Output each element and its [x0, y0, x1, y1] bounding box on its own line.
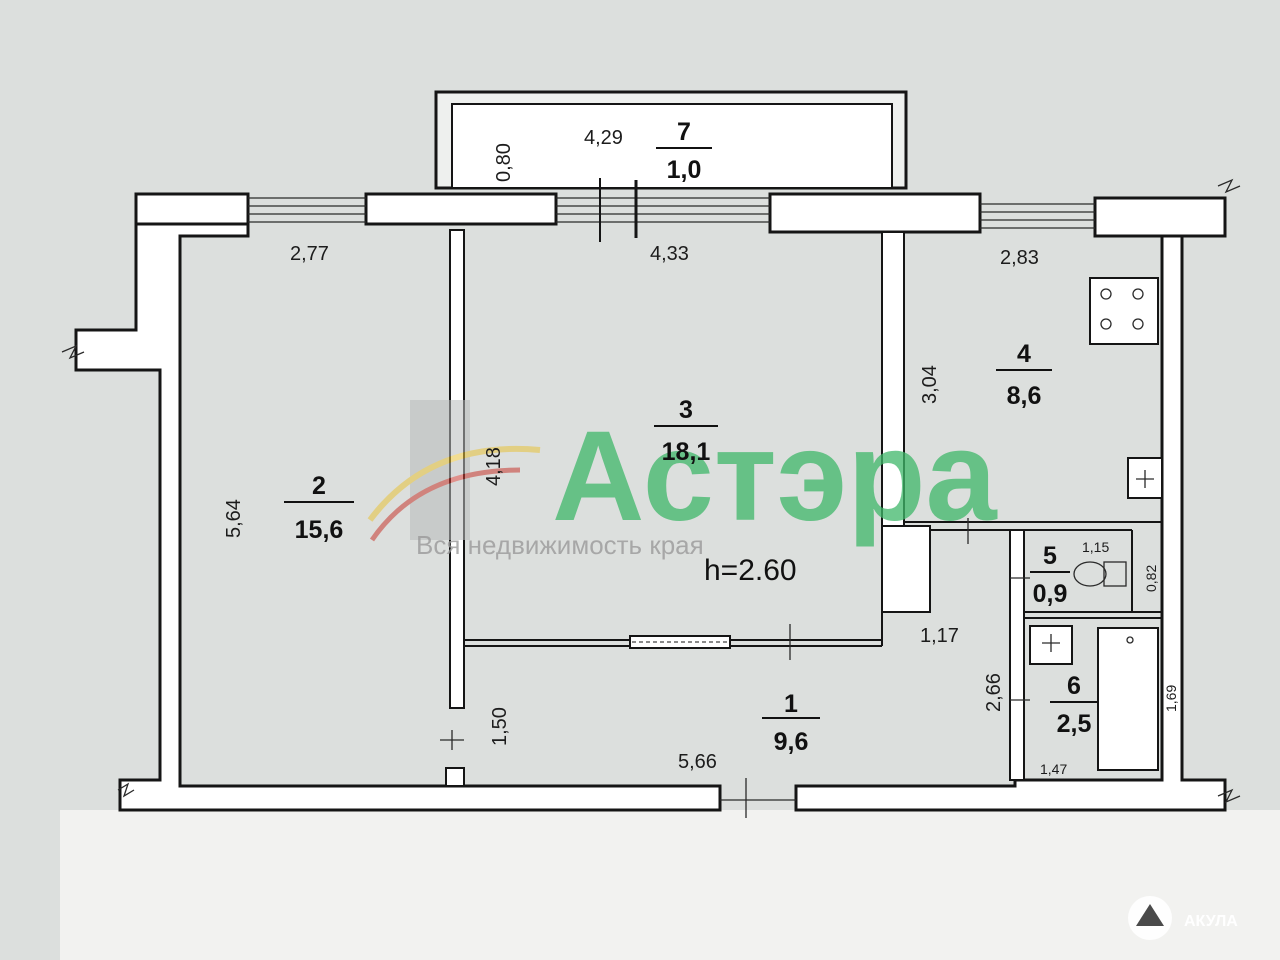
room-number: 4 — [1017, 340, 1031, 368]
room-number: 1 — [784, 690, 798, 718]
dim-corridor: 1,17 — [920, 625, 959, 647]
room-number: 3 — [679, 396, 693, 424]
ceiling-height: h=2.60 — [704, 554, 797, 587]
room-number: 2 — [312, 472, 326, 500]
akula-label: АКУЛА — [1184, 913, 1238, 930]
room-area: 15,6 — [295, 516, 344, 544]
interior-walls — [440, 229, 1162, 787]
dim-hall-depth: 1,50 — [489, 707, 511, 746]
dim-bath-length: 2,66 — [983, 673, 1005, 712]
dim-room2-width: 2,77 — [290, 243, 329, 265]
room-3-label: 3 18,1 — [654, 396, 718, 466]
kitchen-sink-icon — [1127, 457, 1163, 499]
dim-wc-depth: 0,82 — [1143, 565, 1159, 592]
room-6-label: 6 2,5 — [1050, 672, 1098, 738]
dim-balcony-depth: 0,80 — [493, 143, 515, 182]
washbasin-icon — [1029, 625, 1073, 665]
balcony — [434, 90, 908, 190]
dim-bath-width: 1,47 — [1040, 761, 1067, 777]
watermark: Астэра Вся недвижимость края — [367, 400, 998, 560]
dimensions: 4,29 0,80 2,77 5,64 4,33 4,18 2,83 3,04 … — [223, 127, 1179, 777]
room-5-label: 5 0,9 — [1030, 542, 1070, 608]
dim-hall-width: 5,66 — [678, 751, 717, 773]
dim-room3-length: 4,18 — [483, 447, 505, 486]
room-area: 8,6 — [1007, 382, 1042, 410]
watermark-tagline: Вся недвижимость края — [416, 530, 704, 560]
dim-room4-length: 3,04 — [919, 365, 941, 404]
room-4-label: 4 8,6 — [996, 340, 1052, 410]
bathtub-icon — [1097, 627, 1159, 771]
akula-badge: АКУЛА — [1128, 896, 1238, 940]
room-number: 6 — [1067, 672, 1081, 700]
room-number: 7 — [677, 118, 691, 146]
room-2-label: 2 15,6 — [284, 472, 354, 544]
dim-room3-width: 4,33 — [650, 243, 689, 265]
room-number: 5 — [1043, 542, 1057, 570]
dim-bath-inner: 1,69 — [1163, 685, 1179, 712]
dim-balcony-width: 4,29 — [584, 127, 623, 149]
dim-room2-length: 5,64 — [223, 499, 245, 538]
dim-wc-width: 1,15 — [1082, 539, 1109, 555]
dim-room4-width: 2,83 — [1000, 247, 1039, 269]
room-area: 2,5 — [1057, 710, 1092, 738]
room-7-label: 7 1,0 — [656, 118, 712, 184]
room-1-label: 1 9,6 — [762, 690, 820, 756]
watermark-brand: Астэра — [552, 405, 998, 548]
room-area: 1,0 — [667, 156, 702, 184]
room-area: 0,9 — [1033, 580, 1068, 608]
watermark-logo-icon — [367, 400, 541, 542]
room-area: 18,1 — [662, 438, 711, 466]
paper-fold — [60, 810, 1280, 960]
toilet-icon — [1073, 561, 1127, 587]
stove-icon — [1089, 277, 1159, 345]
room-area: 9,6 — [774, 728, 809, 756]
exterior-walls — [61, 178, 1241, 818]
